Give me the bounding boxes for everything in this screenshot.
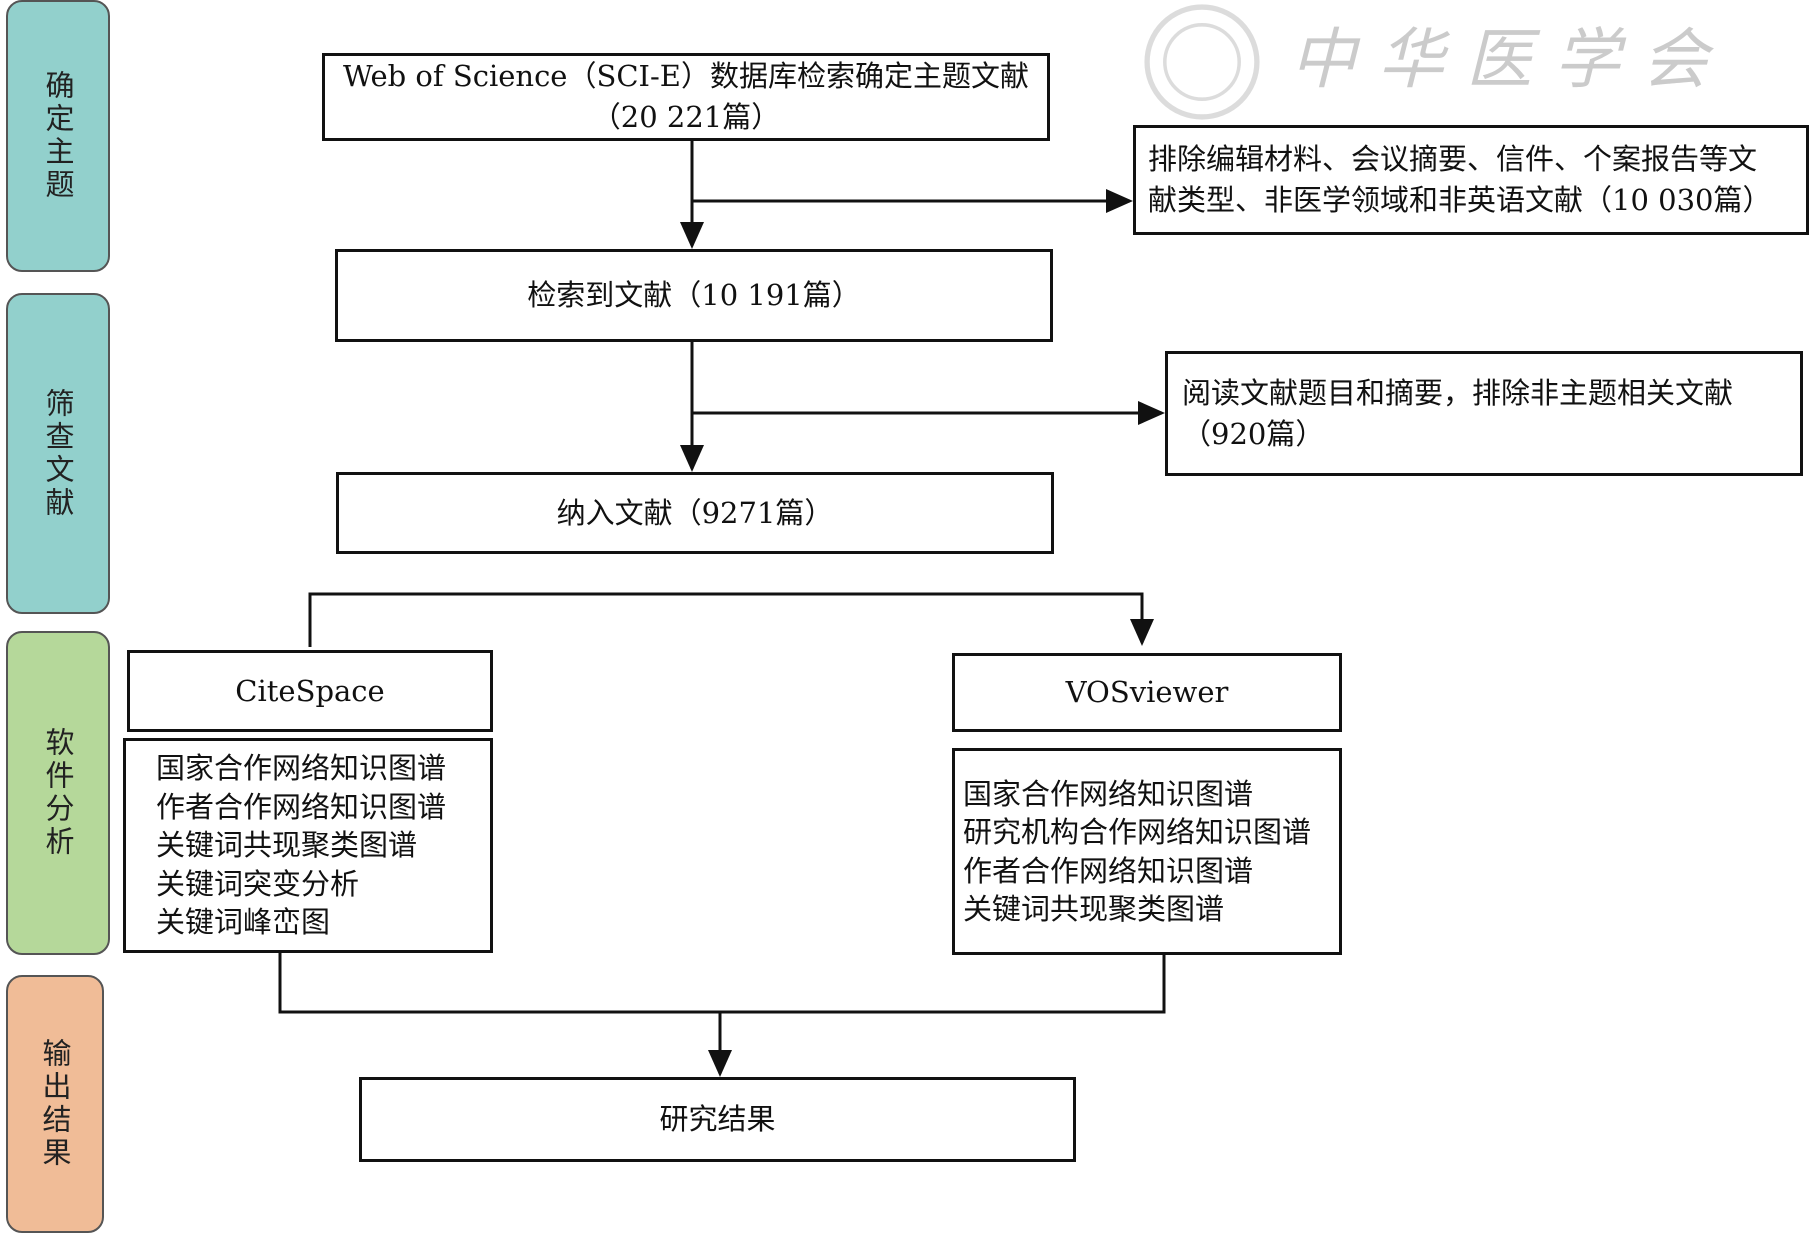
stage-output-results: 输出结果: [6, 975, 104, 1233]
list-item: 国家合作网络知识图谱: [156, 751, 447, 786]
vosviewer-box: VOSviewer: [952, 653, 1342, 732]
search-text: Web of Science（SCI-E）数据库检索确定主题文献: [343, 59, 1029, 94]
stage-software-analysis: 软件分析: [6, 631, 110, 955]
list-item: 作者合作网络知识图谱: [156, 789, 447, 824]
exclusion-1-line2: 献类型、非医学领域和非英语文献（10 030篇）: [1148, 183, 1772, 217]
stage-label: 确定主题: [41, 70, 75, 202]
stage-label: 软件分析: [41, 727, 75, 859]
retrieved-box: 检索到文献（10 191篇）: [335, 249, 1053, 342]
list-item: 关键词共现聚类图谱: [156, 828, 418, 863]
included-box: 纳入文献（9271篇）: [336, 472, 1054, 554]
vosviewer-title: VOSviewer: [1065, 675, 1229, 710]
exclusion-1-line1: 排除编辑材料、会议摘要、信件、个案报告等文: [1148, 142, 1758, 177]
list-item: 国家合作网络知识图谱: [963, 776, 1254, 811]
stage-label: 输出结果: [38, 1038, 72, 1170]
search-count: （20 221篇）: [591, 100, 781, 134]
list-item: 关键词突变分析: [156, 866, 360, 901]
stage-label: 筛查文献: [41, 387, 75, 520]
list-item: 关键词共现聚类图谱: [963, 892, 1225, 926]
stage-define-topic: 确定主题: [6, 0, 110, 272]
list-item: 研究机构合作网络知识图谱: [963, 815, 1312, 849]
result-text: 研究结果: [659, 1102, 776, 1137]
citespace-analysis-list: 国家合作网络知识图谱 作者合作网络知识图谱 关键词共现聚类图谱 关键词突变分析 …: [123, 738, 493, 953]
vosviewer-analysis-list: 国家合作网络知识图谱 研究机构合作网络知识图谱 作者合作网络知识图谱 关键词共现…: [952, 748, 1342, 955]
exclusion-box-1: 排除编辑材料、会议摘要、信件、个案报告等文 献类型、非医学领域和非英语文献（10…: [1133, 125, 1809, 235]
citespace-box: CiteSpace: [127, 650, 493, 732]
watermark-text: 中华医学会: [1290, 21, 1730, 98]
list-item: 关键词峰峦图: [156, 905, 331, 940]
citespace-title: CiteSpace: [235, 673, 385, 708]
list-item: 作者合作网络知识图谱: [963, 853, 1254, 888]
exclusion-box-2: 阅读文献题目和摘要，排除非主题相关文献 （920篇）: [1165, 351, 1803, 476]
search-database-box: Web of Science（SCI-E）数据库检索确定主题文献 （20 221…: [322, 53, 1050, 141]
included-text: 纳入文献（9271篇）: [556, 495, 834, 530]
stage-screen-literature: 筛查文献: [6, 293, 110, 614]
exclusion-2-line2: （920篇）: [1182, 416, 1325, 451]
result-box: 研究结果: [359, 1077, 1076, 1162]
exclusion-2-line1: 阅读文献题目和摘要，排除非主题相关文献: [1182, 375, 1734, 410]
retrieved-text: 检索到文献（10 191篇）: [527, 278, 861, 313]
